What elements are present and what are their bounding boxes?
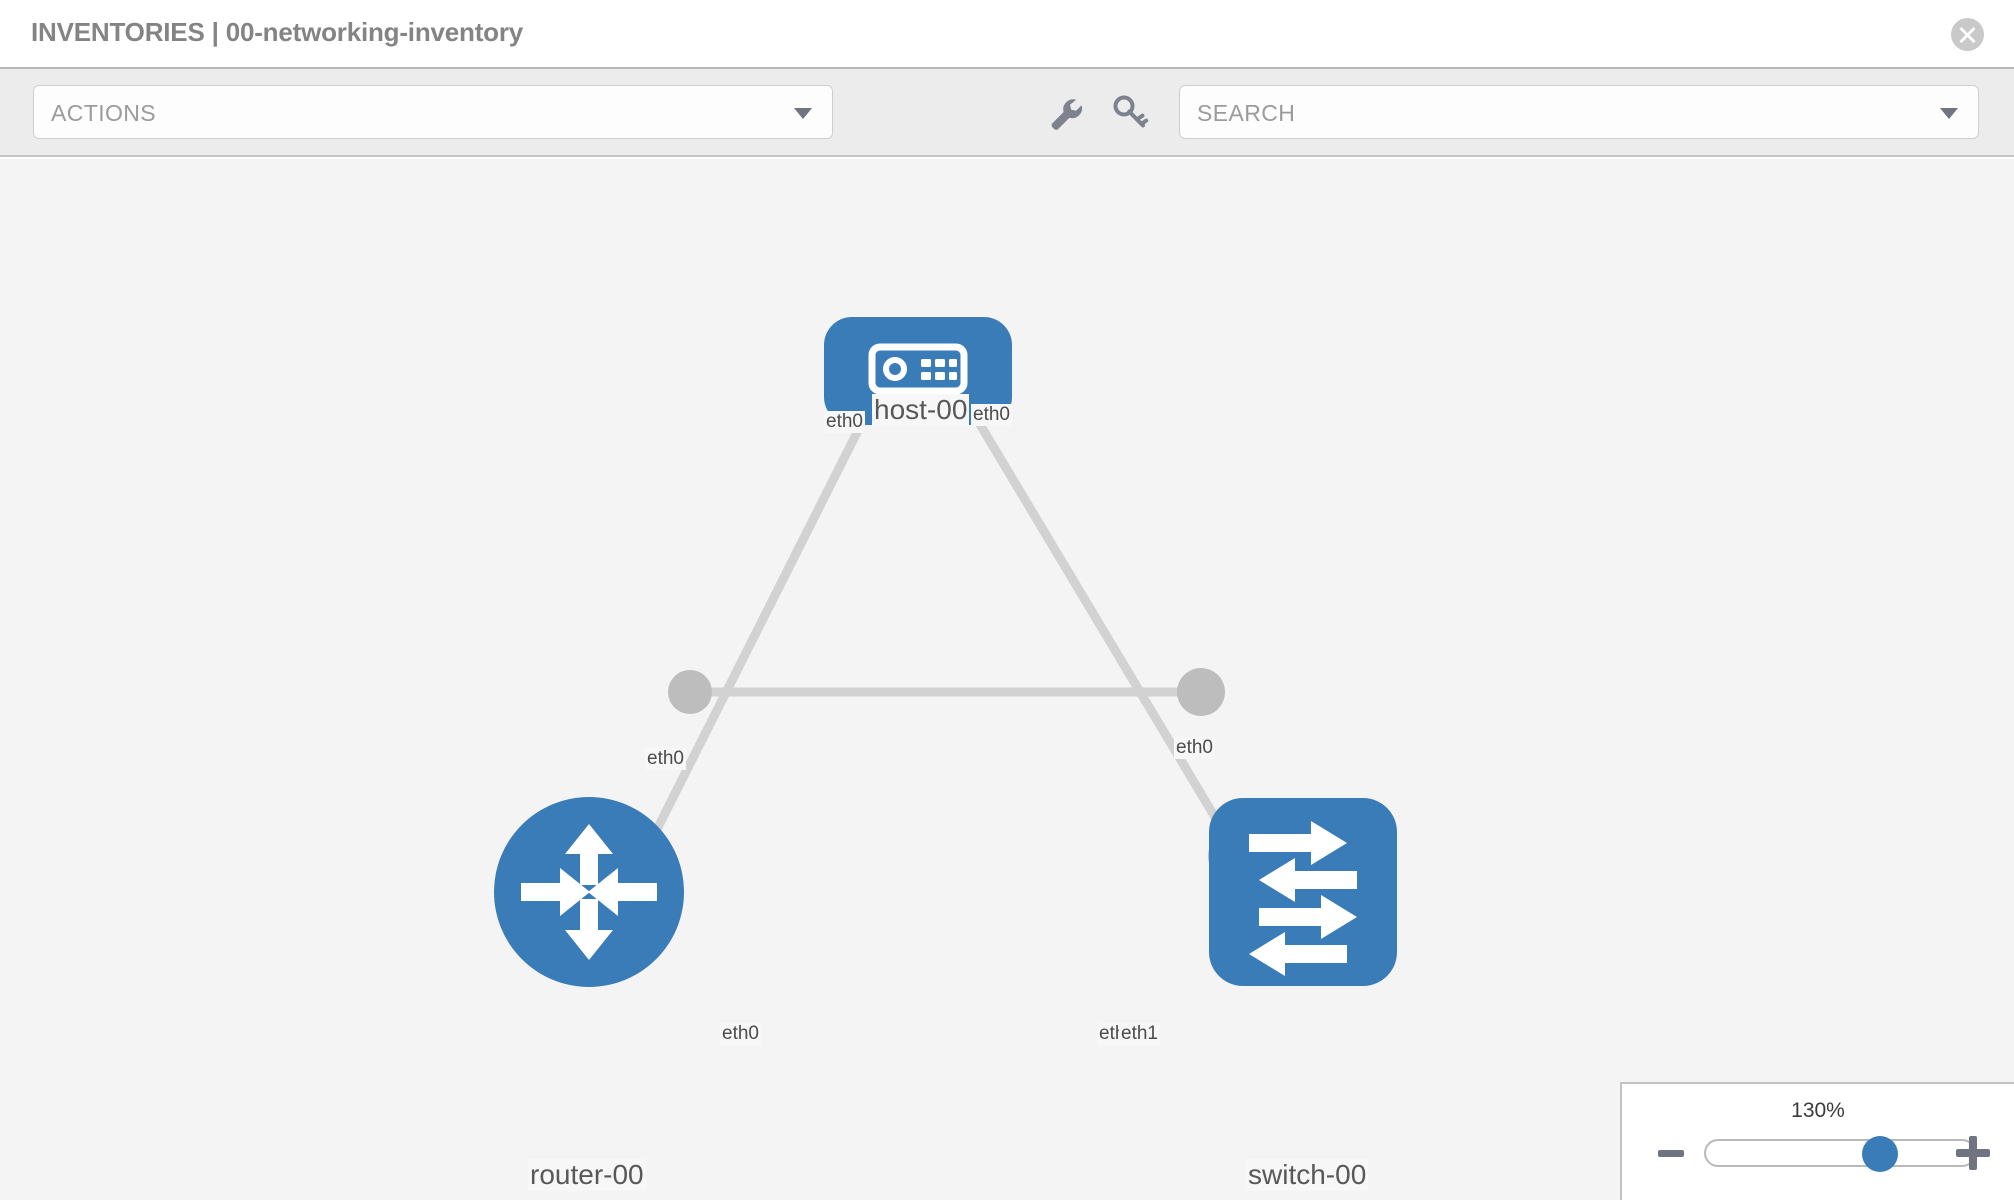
edge-label-host00-eth0-left: eth0 <box>824 411 865 433</box>
topology-canvas[interactable]: host-00 router-00 switch-00 eth0 eth0 et… <box>0 159 2014 1200</box>
edge-label-router00-eth0-up: eth0 <box>645 748 686 770</box>
edge-label-router00-eth0-right: eth0 <box>720 1023 761 1045</box>
connector-endpoint <box>668 670 712 714</box>
zoom-level-label: 130% <box>1791 1099 1845 1122</box>
actions-dropdown[interactable]: ACTIONS <box>33 85 833 139</box>
zoom-control-panel: 130% <box>1620 1082 2014 1200</box>
node-label-switch-00: switch-00 <box>1246 1159 1369 1191</box>
zoom-slider-thumb[interactable] <box>1862 1136 1898 1172</box>
search-placeholder: SEARCH <box>1197 100 1296 126</box>
node-router-00 <box>494 797 684 987</box>
wrench-icon[interactable] <box>1045 93 1085 133</box>
node-label-host-00: host-00 <box>872 394 970 426</box>
connector-endpoint <box>1177 668 1225 716</box>
edge-host00-switch00 <box>944 368 1244 862</box>
chevron-down-icon[interactable] <box>1940 108 1958 119</box>
edge-host00-router00 <box>637 368 893 862</box>
edge-label-switch00-eth0-up: eth0 <box>1174 737 1215 759</box>
actions-dropdown-label: ACTIONS <box>51 100 157 126</box>
node-switch-00 <box>1209 798 1397 986</box>
chevron-down-icon <box>794 108 812 119</box>
page-header: INVENTORIES | 00-networking-inventory <box>0 0 2014 69</box>
edge-label-host00-eth0-right: eth0 <box>971 404 1012 426</box>
close-icon[interactable] <box>1951 18 1984 51</box>
topology-graph <box>494 317 1397 987</box>
node-label-router-00: router-00 <box>528 1159 646 1191</box>
edge-label-switch00-eth1: eth1 <box>1119 1023 1160 1045</box>
search-input[interactable]: SEARCH <box>1179 85 1979 139</box>
zoom-out-button[interactable] <box>1658 1150 1684 1157</box>
zoom-slider-track[interactable] <box>1704 1136 1976 1172</box>
page-title: INVENTORIES | 00-networking-inventory <box>31 17 524 47</box>
zoom-in-button[interactable] <box>1956 1136 1990 1170</box>
key-icon[interactable] <box>1110 93 1150 133</box>
